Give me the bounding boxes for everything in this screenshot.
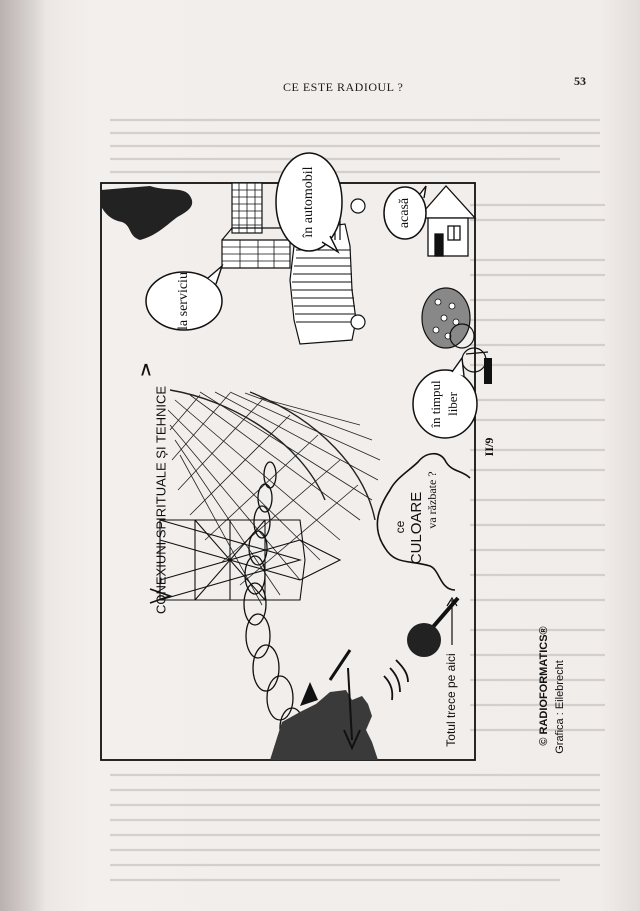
radio-waves	[167, 389, 381, 606]
credit-line: Grafica : Eilebrecht	[554, 660, 566, 754]
caption-arrow-symbol: ∧	[139, 358, 154, 380]
question-text-line1: CULOARE	[408, 492, 425, 565]
microphone-note-text: Totul trece pe aici	[444, 653, 458, 746]
place-home-label: acasă	[397, 197, 412, 228]
arrow-up-icon	[149, 588, 173, 604]
radio-tower-icon	[159, 519, 342, 601]
place-car-label: în automobil	[301, 166, 316, 238]
bubble-work: la serviciu	[145, 263, 224, 331]
bubble-home: acasă	[383, 185, 427, 240]
microphone-note: Totul trece pe aici	[444, 596, 458, 747]
tree-icon	[101, 186, 193, 240]
bubble-leisure: în timpul liber	[412, 356, 478, 439]
microphone-icon	[383, 596, 460, 701]
human-head-icon	[270, 649, 378, 760]
place-leisure-label-line1: în timpul	[428, 380, 443, 429]
question-text-line2: ce	[393, 520, 407, 533]
cyclist-icon	[421, 287, 492, 384]
running-title: CE ESTE RADIOUL ?	[283, 80, 404, 94]
book-spine-shadow	[0, 0, 46, 911]
page-number: 53	[574, 74, 586, 88]
place-leisure-label-line2: liber	[445, 391, 460, 415]
question-text-line3: va răzbate ?	[425, 471, 439, 528]
main-caption: CONEXIUNI SPIRITUALE ȘI TEHNICE	[153, 386, 168, 614]
signal-chain	[243, 461, 305, 749]
question-cloud: CULOARE ce va răzbate ?	[376, 452, 471, 591]
house-icon	[416, 185, 477, 257]
copyright-line: © RADIOFORMATICS®	[538, 626, 550, 745]
factory-icon	[221, 182, 291, 269]
figure-label: II/9	[482, 438, 496, 457]
car-icon	[289, 183, 366, 345]
bubble-car: în automobil	[275, 152, 343, 254]
place-work-label: la serviciu	[176, 272, 191, 330]
